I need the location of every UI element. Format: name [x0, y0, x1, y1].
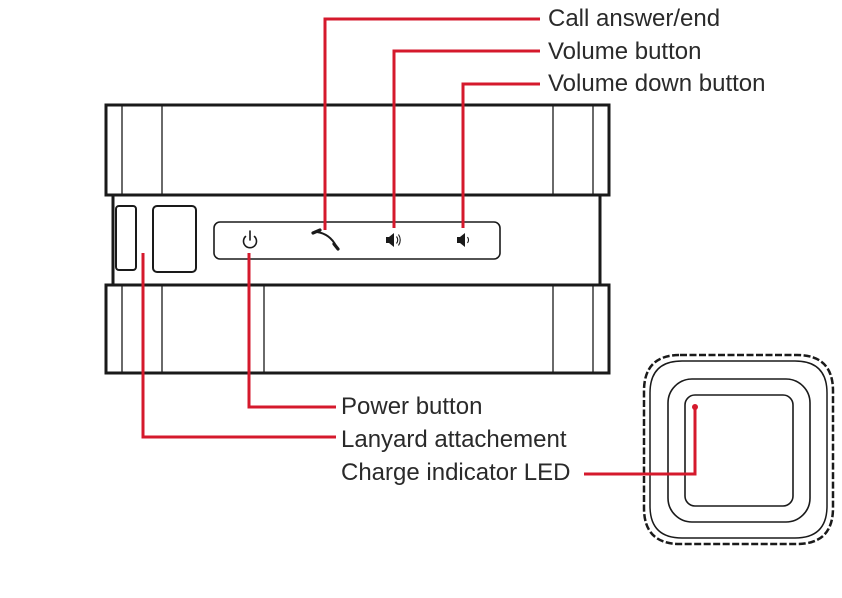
port-cover[interactable] [152, 205, 197, 273]
callout-line-call [323, 17, 540, 230]
power-button-label: Power button [341, 393, 483, 420]
callout-line-power [247, 253, 336, 409]
charge-indicator-led-label: Charge indicator LED [341, 459, 571, 486]
speaker-loud-icon[interactable] [386, 233, 401, 247]
lanyard-attachment-label: Lanyard attachement [341, 426, 567, 453]
phone-handset-icon[interactable] [311, 228, 340, 251]
callout-line-volume-down [461, 82, 540, 228]
callout-line-led [584, 409, 697, 476]
callout-lines [141, 17, 697, 476]
callout-line-volume-up [392, 49, 540, 228]
top-band [104, 103, 611, 197]
lanyard-attachment[interactable] [115, 205, 137, 271]
volume-down-button-label: Volume down button [548, 70, 766, 97]
power-icon[interactable] [242, 230, 258, 249]
speaker-side-view [104, 103, 611, 375]
bottom-band [104, 283, 611, 375]
speaker-soft-icon[interactable] [457, 233, 470, 247]
volume-button-label: Volume button [548, 38, 702, 65]
charge-indicator-led [692, 404, 698, 410]
callout-line-lanyard [141, 253, 336, 439]
front-panel [684, 394, 794, 507]
control-panel [213, 221, 501, 260]
speaker-front-view [642, 353, 835, 546]
call-answer-end-label: Call answer/end [548, 5, 721, 32]
